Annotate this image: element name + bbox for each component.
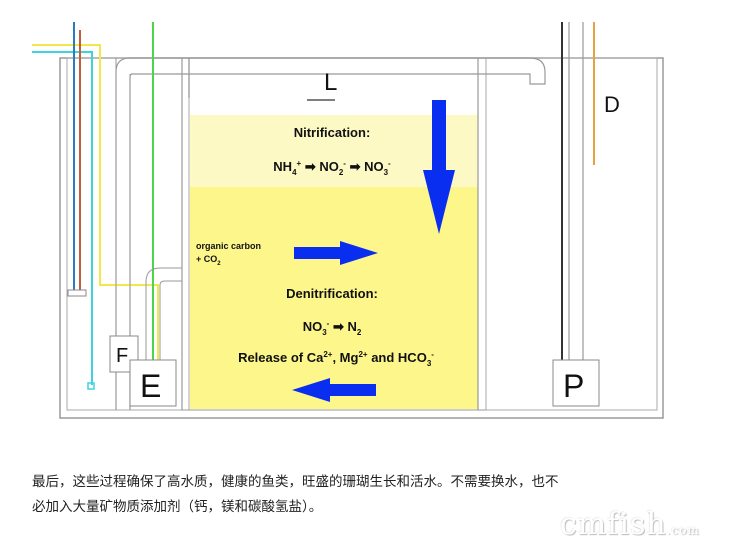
box-E xyxy=(129,359,177,407)
watermark-suffix: .com xyxy=(666,523,700,537)
arrow-left-icon xyxy=(292,378,376,402)
caption-line-2: 必加入大量矿物质添加剂（钙，镁和碳酸氢盐）。 xyxy=(32,499,323,515)
denitrification-title: Denitrification: xyxy=(286,286,378,301)
label-E: E xyxy=(140,368,161,404)
watermark-logo: cmfish.com xyxy=(560,507,700,542)
pipe-grey-e-bend xyxy=(145,267,182,362)
probe-holder xyxy=(67,289,87,297)
arrow-right-icon xyxy=(294,241,378,265)
box-P xyxy=(552,359,600,407)
organic-carbon-label: organic carbon xyxy=(196,241,261,251)
pipe-cyan xyxy=(32,51,93,385)
caption: 最后，这些过程确保了高水质，健康的鱼类，旺盛的珊瑚生长和活水。不需要换水，也不 … xyxy=(32,470,652,520)
pipe-grey-e-bend-inner xyxy=(159,280,182,362)
arrow-down-icon xyxy=(423,100,455,234)
denitrification-zone xyxy=(190,187,478,409)
label-P: P xyxy=(563,368,584,404)
denitrification-equation: NO3- ➡ N2 xyxy=(303,319,362,337)
label-D: D xyxy=(604,92,620,117)
label-L: L xyxy=(324,69,337,96)
co2-label: + CO2 xyxy=(196,254,221,267)
return-pipe-outer xyxy=(115,57,546,410)
nitrification-equation: NH4+ ➡ NO2- ➡ NO3- xyxy=(273,159,391,177)
pipe-yellow xyxy=(32,44,159,360)
aquarium-filter-diagram: L F E D P Nitrification: NH4+ ➡ NO2- ➡ N… xyxy=(32,22,664,419)
nitrification-title: Nitrification: xyxy=(294,125,371,140)
box-F xyxy=(109,335,139,373)
caption-line-1: 最后，这些过程确保了高水质，健康的鱼类，旺盛的珊瑚生长和活水。不需要换水，也不 xyxy=(32,474,559,490)
mineral-release-text: Release of Ca2+, Mg2+ and HCO3- xyxy=(238,350,434,368)
label-F: F xyxy=(116,345,128,367)
cyan-sensor xyxy=(87,382,95,390)
watermark-main: cmfish xyxy=(560,507,667,542)
